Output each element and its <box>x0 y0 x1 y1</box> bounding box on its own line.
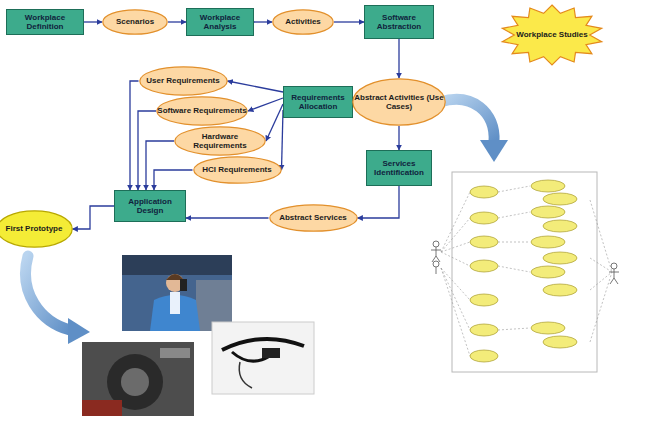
node-label: Abstract Services <box>279 213 347 222</box>
flow-connector <box>138 111 156 190</box>
outline <box>502 5 601 65</box>
flow-connector <box>84 21 102 22</box>
flow-connector <box>73 206 115 229</box>
flow-connector <box>130 81 139 190</box>
outline <box>139 67 226 95</box>
flow-connector <box>248 98 283 111</box>
flow-connector <box>266 104 283 141</box>
worker-photo <box>122 255 232 331</box>
node-label: HCI Requirements <box>202 165 271 174</box>
process-box: Workplace Analysis <box>186 8 254 36</box>
artifact-oval: Abstract Services <box>269 204 358 232</box>
outline <box>269 205 356 231</box>
node-label: Workplace Definition <box>7 13 83 31</box>
flow-connector <box>168 21 186 22</box>
process-box: Services Identification <box>366 150 432 186</box>
process-box: Software Abstraction <box>364 5 434 39</box>
outline <box>103 10 167 34</box>
node-label: Abstract Activities (Use Cases) <box>352 93 446 111</box>
artifact-oval: Abstract Activities (Use Cases) <box>352 78 446 126</box>
hmd-photo <box>212 322 314 394</box>
outline <box>0 211 72 247</box>
outline <box>193 157 280 183</box>
node-label: Hardware Requirements <box>174 132 266 150</box>
node-label: Software Abstraction <box>365 13 433 31</box>
outline <box>175 127 265 155</box>
node-label: User Requirements <box>146 76 219 85</box>
flow-connector <box>334 21 364 22</box>
node-label: Software Requirements <box>157 106 246 115</box>
requirement-oval: Hardware Requirements <box>174 126 266 156</box>
process-box: Workplace Definition <box>6 9 84 35</box>
flow-connector <box>398 39 399 78</box>
node-label: Requirements Allocation <box>284 93 352 111</box>
outline <box>353 79 445 125</box>
flow-connector <box>228 81 284 92</box>
curved-arrow <box>26 256 90 344</box>
requirement-oval: Software Requirements <box>156 96 248 126</box>
flow-connector <box>358 186 400 218</box>
flow-connector <box>282 110 284 170</box>
node-label: First Prototype <box>6 224 63 233</box>
use-case-diagram <box>431 172 619 372</box>
process-box: Requirements Allocation <box>283 86 353 118</box>
requirement-oval: User Requirements <box>139 66 228 96</box>
outline <box>273 10 333 34</box>
node-label: Activities <box>285 17 321 26</box>
node-label: Application Design <box>115 197 185 215</box>
flow-connector <box>398 126 399 150</box>
node-label: Workplace Studies <box>516 30 587 39</box>
outline <box>157 97 247 125</box>
artifact-oval: Activities <box>272 9 334 35</box>
process-box: Application Design <box>114 190 186 222</box>
flow-connector <box>146 141 174 190</box>
node-label: Workplace Analysis <box>187 13 253 31</box>
machine-photo <box>82 342 194 416</box>
starburst-label: Workplace Studies <box>500 4 604 66</box>
node-label: Services Identification <box>367 159 431 177</box>
artifact-oval: Scenarios <box>102 9 168 35</box>
flow-connector <box>254 21 272 22</box>
flow-connector <box>154 170 193 190</box>
node-label: Scenarios <box>116 17 154 26</box>
requirement-oval: HCI Requirements <box>193 156 282 184</box>
prototype-oval: First Prototype <box>0 210 73 248</box>
flow-connector <box>186 217 269 218</box>
curved-arrow <box>440 99 508 162</box>
